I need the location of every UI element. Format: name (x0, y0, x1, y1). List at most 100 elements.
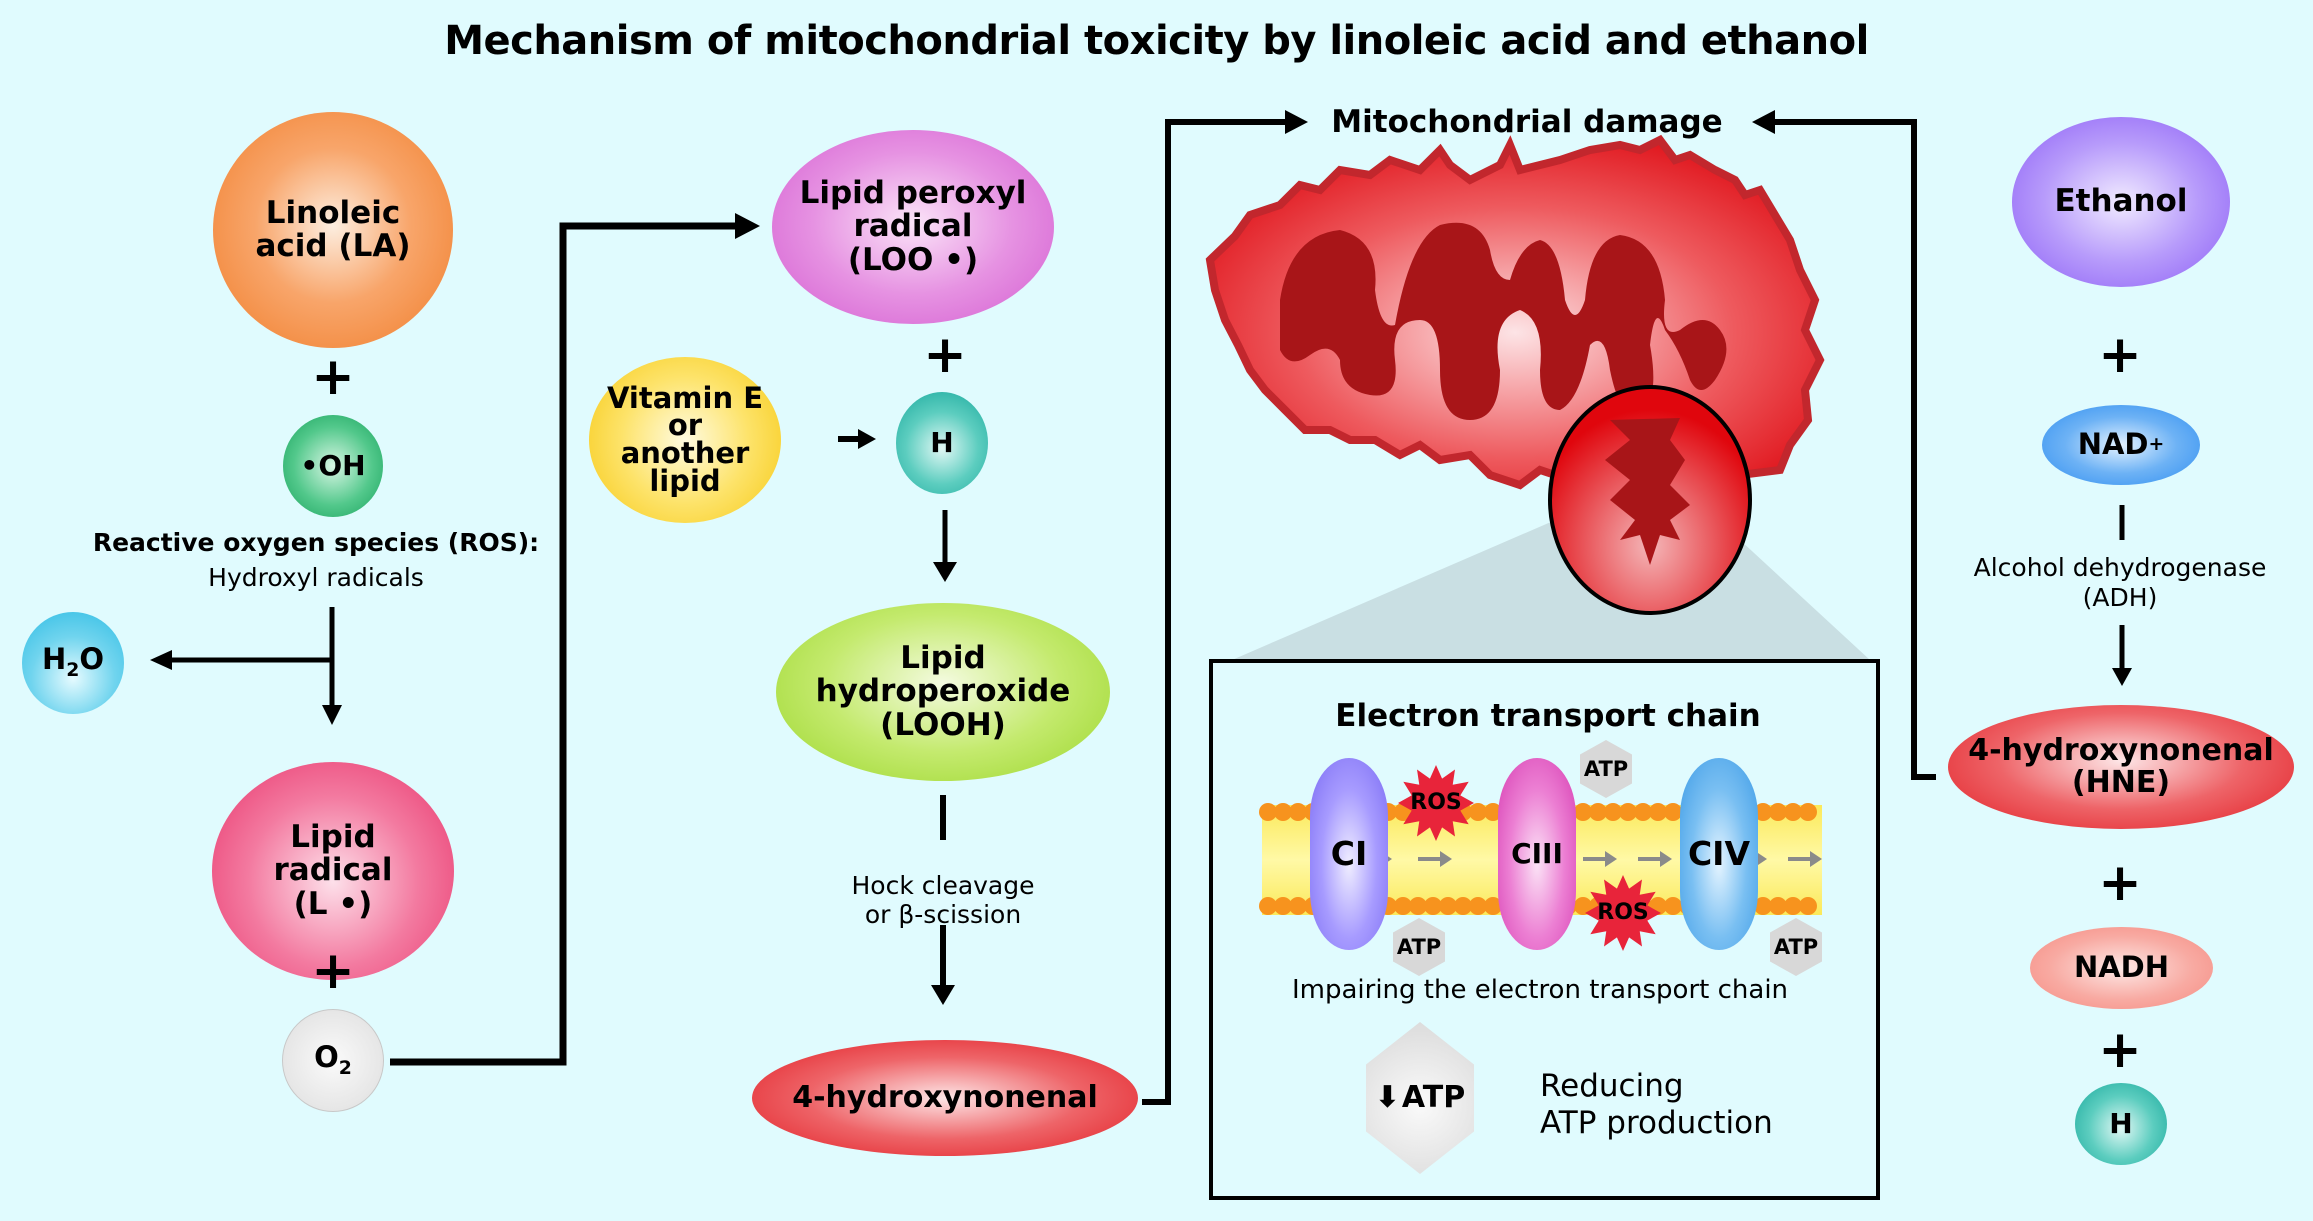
oxygen-label: O2 (314, 1039, 352, 1079)
lipid-radical-label: Lipid (290, 818, 376, 855)
lipid-radical-label: (L •) (293, 885, 373, 922)
hydroxyl-label: •OH (300, 448, 366, 482)
plus-icon: + (2098, 325, 2142, 385)
atp-label: ATP (1583, 756, 1629, 781)
lipid-head (1439, 897, 1457, 915)
lipid-head (1409, 897, 1427, 915)
electron-flow-arrow (1638, 851, 1672, 867)
o2-to-peroxyl-arrow (390, 213, 760, 1066)
lipid-head (1484, 897, 1502, 915)
complex-i: CI (1310, 758, 1388, 950)
lipid-head (1424, 897, 1442, 915)
complex-i-label: CI (1330, 834, 1368, 874)
vitamin-e-label: lipid (649, 463, 721, 498)
lipid-head (1799, 897, 1817, 915)
hydrogen-label: H (930, 425, 954, 459)
lipid-head (1589, 803, 1607, 821)
cleavage-label-line: Hock cleavage (851, 871, 1035, 900)
lipid-head (1469, 803, 1487, 821)
lipid-peroxyl-label: Lipid peroxyl (799, 174, 1027, 211)
ethanol-node: Ethanol (2012, 117, 2230, 287)
hne-right-node: 4-hydroxynonenal (HNE) (1948, 705, 2294, 829)
lipid-head (1469, 897, 1487, 915)
lipid-head (1649, 803, 1667, 821)
vitamin-e-label: or (667, 408, 703, 443)
ethanol-label: Ethanol (2054, 183, 2188, 220)
lipid-head (1769, 803, 1787, 821)
lipid-head (1274, 897, 1292, 915)
plus-icon: + (2098, 853, 2142, 913)
oxygen-node: O2 (282, 1009, 384, 1112)
lipid-head (1754, 803, 1772, 821)
adh-label-line: Alcohol dehydrogenase (1973, 553, 2267, 582)
looh-label: hydroperoxide (815, 673, 1071, 710)
complex-iii-label: CIII (1511, 836, 1563, 870)
nadh-label: NADH (2073, 950, 2170, 985)
lipid-head (1634, 803, 1652, 821)
mito-damage-label: Mitochondrial damage (1331, 104, 1723, 140)
complex-iii: CIII (1498, 758, 1576, 950)
plus-icon: + (2098, 1020, 2142, 1080)
adh-label-line: (ADH) (2082, 583, 2158, 612)
lipid-head (1259, 897, 1277, 915)
lipid-peroxyl-label: (LOO •) (847, 241, 979, 278)
vitamin-e-label: another (620, 436, 750, 470)
lipid-head (1799, 803, 1817, 821)
lipid-head (1289, 803, 1307, 821)
electron-flow-arrow (1788, 851, 1822, 867)
reducing-line: ATP production (1540, 1105, 1773, 1142)
down-arrow-icon: ⬇ (1374, 1079, 1400, 1115)
adh-to-hne-arrow (2112, 625, 2132, 686)
lipid-hydroperoxide-node: Lipid hydroperoxide (LOOH) (776, 603, 1110, 781)
lipid-head (1574, 803, 1592, 821)
water-label: H2O (41, 642, 105, 682)
zoom-cone (1232, 505, 1870, 660)
hne-left-node: 4-hydroxynonenal (752, 1040, 1138, 1156)
ros-split-arrows (150, 607, 342, 725)
hne-to-mito-arrow (1142, 110, 1308, 1105)
lipid-head (1394, 897, 1412, 915)
lipid-head (1289, 897, 1307, 915)
plus-icon: + (311, 941, 355, 1001)
reducing-atp-label: Reducing ATP production (1540, 1068, 1773, 1142)
lipid-head (1769, 897, 1787, 915)
lipid-head (1754, 897, 1772, 915)
atp-label: ATP (1396, 934, 1442, 959)
mitochondrion-illustration (1205, 134, 1825, 615)
cleavage-to-hne-arrow (931, 925, 955, 1005)
linoleic-acid-node: Linoleic acid (LA) (213, 112, 453, 348)
plus-icon: + (923, 325, 967, 385)
hne-right-label: (HNE) (2071, 765, 2171, 800)
page-title: Mechanism of mitochondrial toxicity by l… (444, 18, 1869, 64)
adh-label: Alcohol dehydrogenase (ADH) (1974, 553, 2267, 613)
lipid-peroxyl-node: Lipid peroxyl radical (LOO •) (772, 130, 1054, 324)
lipid-radical-label: radical (273, 852, 393, 889)
reducing-line: Reducing (1540, 1068, 1684, 1104)
cleavage-label: Hock cleavage or β-scission (851, 871, 1035, 930)
cleavage-label-line: or β-scission (864, 899, 1022, 929)
electron-flow-arrow (1583, 851, 1617, 867)
water-node: H2O (22, 612, 124, 714)
vitamin-e-to-h-arrow (838, 429, 876, 449)
lipid-head (1664, 897, 1682, 915)
ros-label: ROS (1597, 900, 1649, 926)
looh-label: (LOOH) (880, 706, 1006, 743)
hydroxyl-node: •OH (283, 415, 383, 517)
electron-flow-arrow (1418, 851, 1452, 867)
h-to-looh-arrow (933, 510, 957, 582)
lipid-head (1259, 803, 1277, 821)
complex-iv-label: CIV (1687, 834, 1751, 874)
plus-icon: + (311, 347, 355, 407)
hydrogen-right-node: H (2075, 1083, 2167, 1165)
ros-subheading: Hydroxyl radicals (208, 563, 424, 592)
etc-caption: Impairing the electron transport chain (1291, 975, 1789, 1005)
lipid-peroxyl-label: radical (853, 208, 973, 245)
hne-right-to-mito-arrow (1752, 110, 1936, 780)
hne-right-label: 4-hydroxynonenal (1968, 732, 2274, 768)
lipid-head (1619, 803, 1637, 821)
lipid-head (1664, 803, 1682, 821)
lipid-head (1484, 803, 1502, 821)
lipid-radical-node: Lipid radical (L •) (212, 762, 454, 980)
ros-label: ROS (1410, 790, 1462, 816)
looh-label: Lipid (900, 639, 986, 676)
